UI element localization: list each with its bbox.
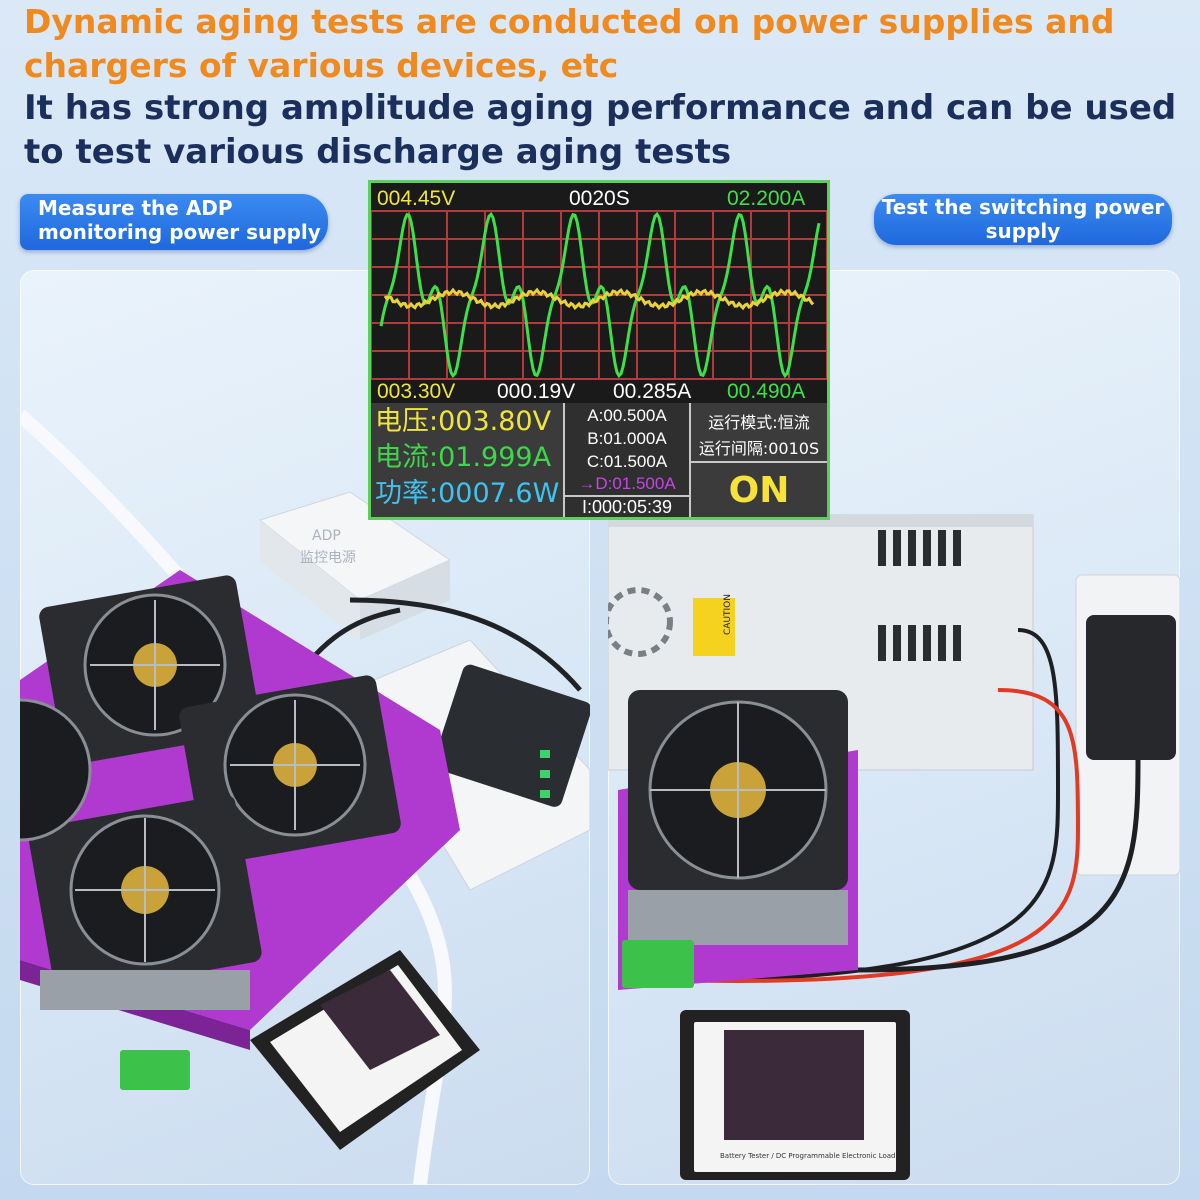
small-display-left	[250, 950, 480, 1150]
fan-4	[0, 698, 92, 842]
step-d: →D:01.500A	[578, 474, 676, 493]
headline-orange: Dynamic aging tests are conducted on pow…	[24, 0, 1144, 88]
adapter-label-1: ADP	[312, 528, 341, 544]
adapter-label-2: 监控电源	[300, 550, 356, 566]
step-c: C:01.500A	[586, 452, 668, 471]
fan-right	[628, 690, 848, 890]
power-readout: 功率:0007.6W	[375, 478, 560, 509]
step-a: A:00.500A	[587, 406, 667, 425]
label-left-text: Measure the ADP monitoring power supply	[38, 196, 321, 244]
wave-current	[379, 211, 821, 379]
label-left: Measure the ADP monitoring power supply	[20, 194, 328, 250]
fan-3	[28, 794, 262, 996]
headline-blue: It has strong amplitude aging performanc…	[24, 86, 1184, 174]
scope-top-left: 004.45V	[377, 187, 455, 210]
scope-bottom-3: 00.285A	[613, 380, 691, 403]
mode-panel: 运行模式:恒流 运行间隔:0010S ON	[691, 403, 827, 517]
run-interval: 运行间隔:0010S	[698, 439, 820, 458]
voltage-readout: 电压:003.80V	[375, 406, 552, 437]
label-right: Test the switching power supply	[874, 194, 1172, 245]
scope-bottom-1: 003.30V	[377, 380, 455, 403]
wave-voltage	[383, 287, 815, 311]
run-mode: 运行模式:恒流	[708, 413, 810, 432]
headline-blue-text: It has strong amplitude aging performanc…	[24, 88, 1177, 172]
scope-bottom-4: 00.490A	[727, 380, 805, 403]
caution-text: CAUTION	[723, 594, 733, 635]
step-b: B:01.000A	[587, 429, 667, 448]
scope-bottom-2: 000.19V	[497, 380, 575, 403]
scope-top-center: 0020S	[569, 187, 630, 210]
current-readout: 电流:01.999A	[375, 442, 552, 473]
label-right-text: Test the switching power supply	[881, 195, 1165, 243]
load-display: 004.45V 0020S 02.200A 003.30V 000.19V 00…	[368, 180, 830, 520]
scope-screen: 004.45V 0020S 02.200A 003.30V 000.19V 00…	[371, 183, 827, 403]
output-state: ON	[691, 461, 827, 519]
step-list: A:00.500A B:01.000A C:01.500A →D:01.500A…	[563, 403, 691, 517]
readout-panel: 电压:003.80V 电流:01.999A 功率:0007.6W A:00.50…	[371, 403, 827, 517]
adp-adapter	[258, 491, 452, 640]
scene-left-illustration: ADP 监控电源	[0, 409, 592, 1186]
scene-right-illustration: CAUTION Battery Tester / DC Programmable…	[603, 514, 1181, 1180]
small-display-right: Battery Tester / DC Programmable Electro…	[680, 1010, 910, 1180]
run-timer: I:000:05:39	[565, 495, 689, 519]
fan-1	[39, 575, 261, 765]
scope-top-right: 02.200A	[727, 187, 805, 210]
headline-orange-text: Dynamic aging tests are conducted on pow…	[24, 2, 1115, 85]
small-screen-caption: Battery Tester / DC Programmable Electro…	[720, 1152, 896, 1160]
